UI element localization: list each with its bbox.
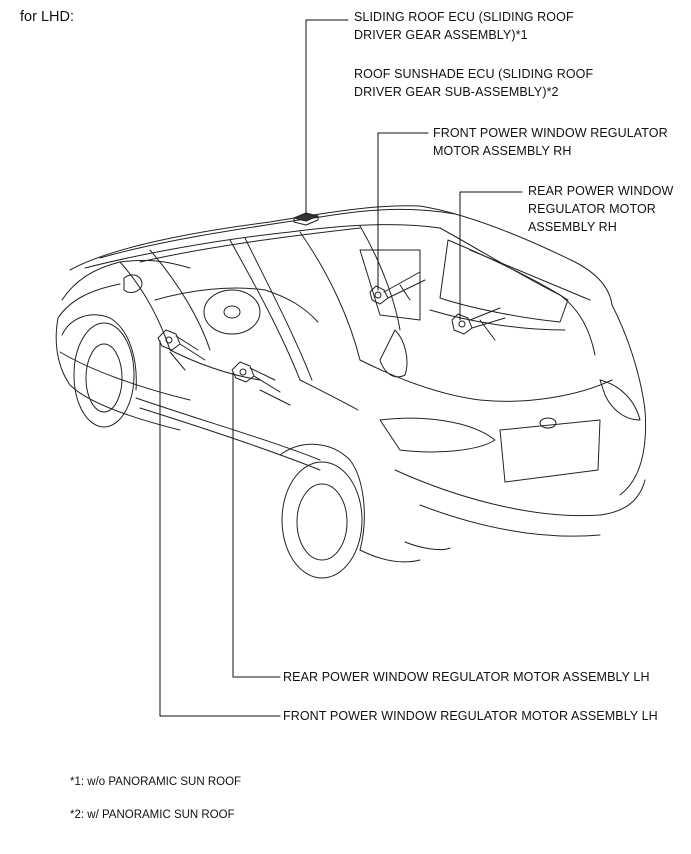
label-front-rh-line2: MOTOR ASSEMBLY RH: [433, 144, 572, 158]
footnote-2: *2: w/ PANORAMIC SUN ROOF: [70, 809, 235, 821]
leader-front-rh: [377, 132, 429, 291]
front-window-regulator-lh-icon: [157, 329, 206, 371]
leader-front-lh: [159, 340, 281, 717]
label-rear-rh-line1: REAR POWER WINDOW: [528, 184, 674, 198]
label-roof-sunshade-ecu-line2: DRIVER GEAR SUB-ASSEMBLY)*2: [354, 85, 559, 99]
front-window-regulator-rh-icon: [369, 271, 426, 305]
rear-window-regulator-lh-icon: [231, 361, 291, 406]
sliding-roof-ecu-icon: [293, 212, 319, 226]
leader-rear-rh: [459, 191, 523, 321]
label-front-window-regulator-rh: FRONT POWER WINDOW REGULATOR MOTOR ASSEM…: [433, 124, 668, 160]
label-rear-window-regulator-rh: REAR POWER WINDOW REGULATOR MOTOR ASSEMB…: [528, 182, 673, 236]
label-sliding-roof-ecu-line1: SLIDING ROOF ECU (SLIDING ROOF: [354, 10, 574, 24]
label-front-window-regulator-lh: FRONT POWER WINDOW REGULATOR MOTOR ASSEM…: [283, 709, 658, 723]
vehicle-outline: [55, 205, 647, 579]
label-roof-sunshade-ecu-line1: ROOF SUNSHADE ECU (SLIDING ROOF: [354, 67, 594, 81]
label-sliding-roof-ecu: SLIDING ROOF ECU (SLIDING ROOF DRIVER GE…: [354, 8, 574, 44]
label-roof-sunshade-ecu: ROOF SUNSHADE ECU (SLIDING ROOF DRIVER G…: [354, 65, 593, 101]
label-rear-rh-line2: REGULATOR MOTOR: [528, 202, 656, 216]
rear-window-regulator-rh-icon: [451, 307, 506, 341]
leader-sliding-roof-ecu: [305, 19, 349, 215]
footnote-1: *1: w/o PANORAMIC SUN ROOF: [70, 776, 242, 788]
label-rear-window-regulator-lh: REAR POWER WINDOW REGULATOR MOTOR ASSEMB…: [283, 670, 650, 684]
page-heading: for LHD:: [20, 9, 74, 25]
leader-lines: [159, 19, 523, 717]
label-front-rh-line1: FRONT POWER WINDOW REGULATOR: [433, 126, 668, 140]
leader-rear-lh: [232, 372, 281, 678]
label-rear-rh-line3: ASSEMBLY RH: [528, 220, 617, 234]
label-sliding-roof-ecu-line2: DRIVER GEAR ASSEMBLY)*1: [354, 28, 528, 42]
